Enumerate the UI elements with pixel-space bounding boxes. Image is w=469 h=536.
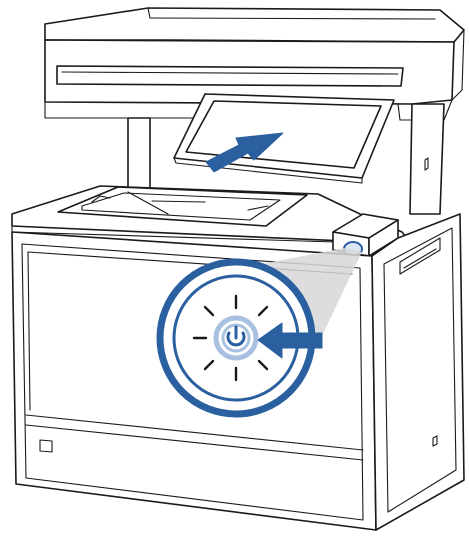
control-panel-frame [174,94,394,178]
scanner-lid [45,8,464,42]
side-panel [372,214,464,530]
power-icon [216,318,256,358]
control-panel [174,94,394,183]
document-slot [57,66,403,86]
